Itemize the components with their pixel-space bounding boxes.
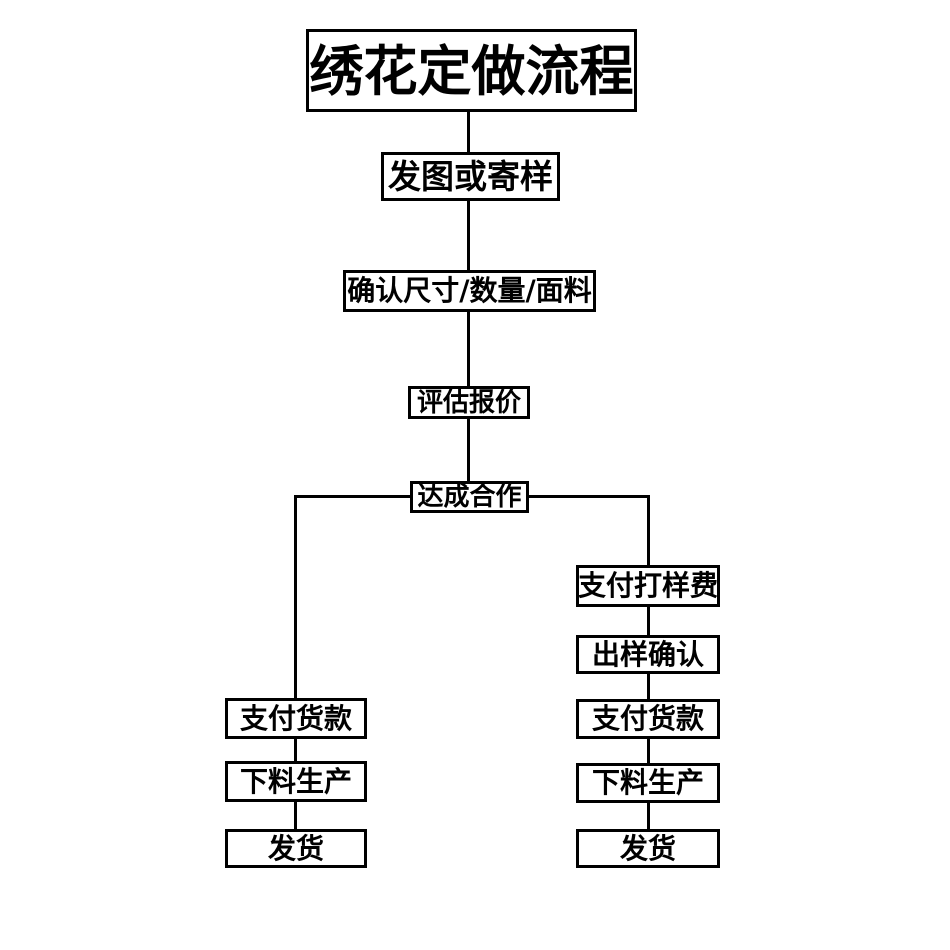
connector-right-production-to-ship xyxy=(647,801,650,831)
connector-deal-left-vertical xyxy=(294,495,297,700)
node-evaluate-quote: 评估报价 xyxy=(408,386,530,419)
node-left-ship: 发货 xyxy=(225,829,367,868)
connector-deal-left-horizontal xyxy=(294,495,412,498)
connector-left-pay-to-production xyxy=(294,737,297,763)
connector-right-fee-to-sampleconfirm xyxy=(647,605,650,637)
node-right-pay-goods: 支付货款 xyxy=(576,699,720,739)
connector-title-to-send xyxy=(467,110,470,154)
node-send-image-or-sample: 发图或寄样 xyxy=(381,152,560,201)
node-confirm-size-quantity-fabric: 确认尺寸/数量/面料 xyxy=(343,270,596,312)
node-left-pay-goods: 支付货款 xyxy=(225,698,367,739)
node-reach-cooperation: 达成合作 xyxy=(410,481,529,513)
node-left-production: 下料生产 xyxy=(225,761,367,802)
node-right-sample-confirm: 出样确认 xyxy=(576,635,720,674)
connector-quote-to-deal xyxy=(467,417,470,483)
connector-deal-right-vertical xyxy=(647,495,650,567)
node-right-production: 下料生产 xyxy=(576,763,720,803)
connector-right-pay-to-production xyxy=(647,737,650,765)
connector-left-production-to-ship xyxy=(294,800,297,831)
connector-send-to-confirm xyxy=(467,199,470,272)
title-box: 绣花定做流程 xyxy=(306,29,637,112)
connector-right-sampleconfirm-to-pay xyxy=(647,672,650,701)
node-right-pay-sample-fee: 支付打样费 xyxy=(576,565,720,607)
node-right-ship: 发货 xyxy=(576,829,720,868)
connector-deal-right-horizontal xyxy=(527,495,650,498)
connector-confirm-to-quote xyxy=(467,310,470,388)
